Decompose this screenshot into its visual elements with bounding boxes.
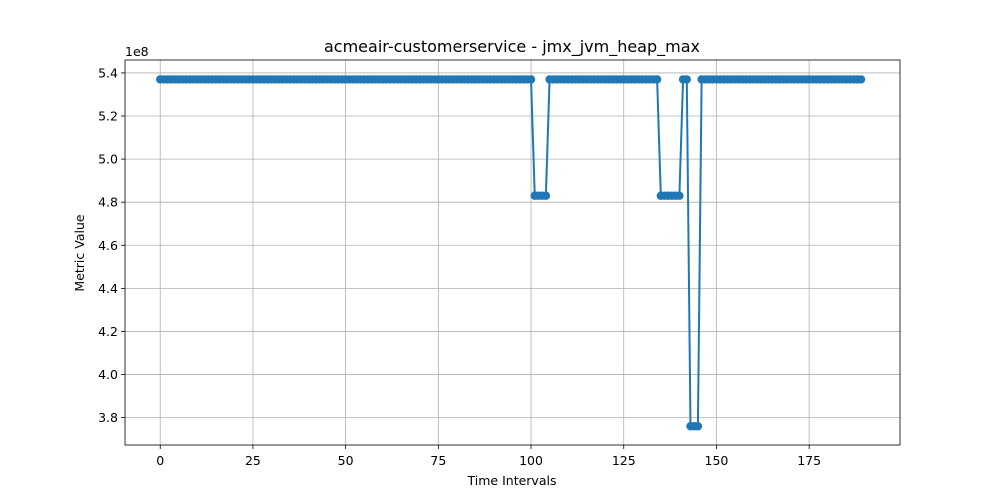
series-layer: [156, 75, 866, 431]
x-tick-label: 25: [245, 453, 261, 468]
y-tick-label: 5.0: [98, 152, 118, 167]
y-tick-label: 4.2: [98, 324, 118, 339]
x-axis-label: Time Intervals: [467, 473, 557, 488]
x-tick-label: 175: [797, 453, 821, 468]
y-axis-offset-text: 1e8: [125, 44, 149, 59]
y-tick-label: 4.4: [98, 281, 118, 296]
x-tick-label: 75: [430, 453, 446, 468]
data-point: [682, 75, 691, 84]
data-point: [541, 191, 551, 200]
chart-title: acmeair-customerservice - jmx_jvm_heap_m…: [324, 37, 700, 57]
data-point: [856, 75, 866, 84]
axes: 0 25 50 75 100 125 150 175 3.8 4.0 4.2 4.4 4.6 4.8 5.0…: [98, 59, 901, 468]
y-tick-label: 4.6: [98, 238, 118, 253]
data-point: [675, 191, 684, 200]
y-tick-label: 3.8: [98, 410, 118, 425]
grid: [125, 60, 900, 445]
data-point: [526, 75, 536, 84]
data-point: [652, 75, 662, 84]
x-tick-label: 50: [338, 453, 354, 468]
y-tick-label: 5.2: [98, 109, 118, 124]
y-axis-label: Metric Value: [72, 214, 87, 291]
x-tick-label: 0: [156, 453, 164, 468]
y-tick-label: 4.0: [98, 367, 118, 382]
x-tick-label: 150: [705, 453, 729, 468]
x-tick-label: 100: [519, 453, 543, 468]
y-tick-label: 4.8: [98, 195, 118, 210]
plot-frame: [124, 59, 901, 446]
y-tick-label: 5.4: [98, 65, 118, 80]
x-tick-label: 125: [612, 453, 636, 468]
data-point: [693, 422, 703, 431]
